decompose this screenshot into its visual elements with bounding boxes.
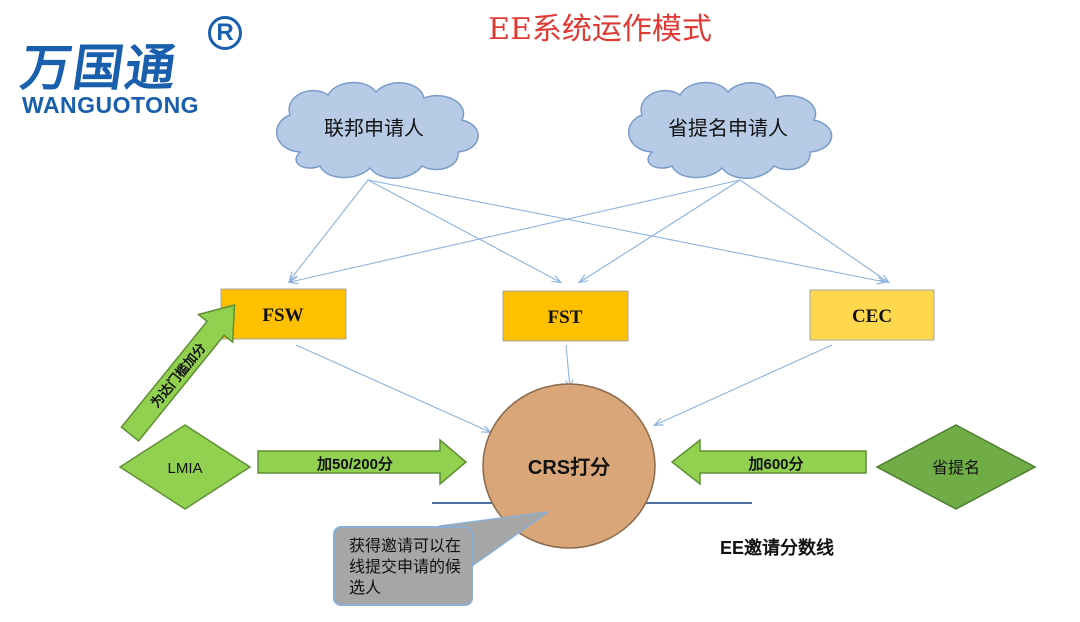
federal-applicant-label: 联邦申请人 bbox=[324, 117, 424, 140]
fsw-label: FSW bbox=[262, 305, 303, 326]
ee-cutoff-label: EE邀请分数线 bbox=[720, 538, 835, 558]
lmia-points-label: 加50/200分 bbox=[316, 456, 393, 473]
cec-box: CEC bbox=[809, 289, 935, 341]
program-to-crs-connectors bbox=[295, 344, 833, 432]
fsw-box: FSW bbox=[220, 288, 347, 340]
registered-trademark-icon: R bbox=[208, 16, 242, 50]
lmia-label: LMIA bbox=[167, 460, 202, 477]
provincial-applicant-cloud: 省提名申请人 bbox=[627, 81, 833, 179]
company-logo: 万国通 R WANGUOTONG bbox=[12, 10, 252, 120]
cec-label: CEC bbox=[852, 306, 892, 327]
fst-box: FST bbox=[502, 290, 629, 342]
logo-brand-text: WANGUOTONG bbox=[22, 92, 200, 118]
invited-candidates-callout: 获得邀请可以在线提交申请的候选人 bbox=[333, 526, 473, 606]
pnp-diamond: 省提名 bbox=[875, 424, 1037, 510]
fst-label: FST bbox=[548, 307, 583, 328]
provincial-applicant-label: 省提名申请人 bbox=[668, 117, 788, 140]
threshold-bonus-arrow: 为达门槛加分 bbox=[120, 304, 236, 442]
lmia-points-arrow: 加50/200分 bbox=[257, 438, 468, 486]
pnp-points-label: 加600分 bbox=[747, 456, 803, 473]
pnp-points-arrow: 加600分 bbox=[670, 438, 867, 486]
crs-score-circle: CRS打分 bbox=[482, 383, 656, 549]
page-title: EE系统运作模式 bbox=[488, 12, 712, 47]
applicant-connectors bbox=[290, 179, 888, 282]
crs-label: CRS打分 bbox=[528, 455, 610, 479]
lmia-diamond: LMIA bbox=[118, 424, 252, 510]
federal-applicant-cloud: 联邦申请人 bbox=[275, 81, 479, 179]
threshold-bonus-label: 为达门槛加分 bbox=[148, 340, 209, 410]
pnp-label: 省提名 bbox=[932, 459, 980, 477]
